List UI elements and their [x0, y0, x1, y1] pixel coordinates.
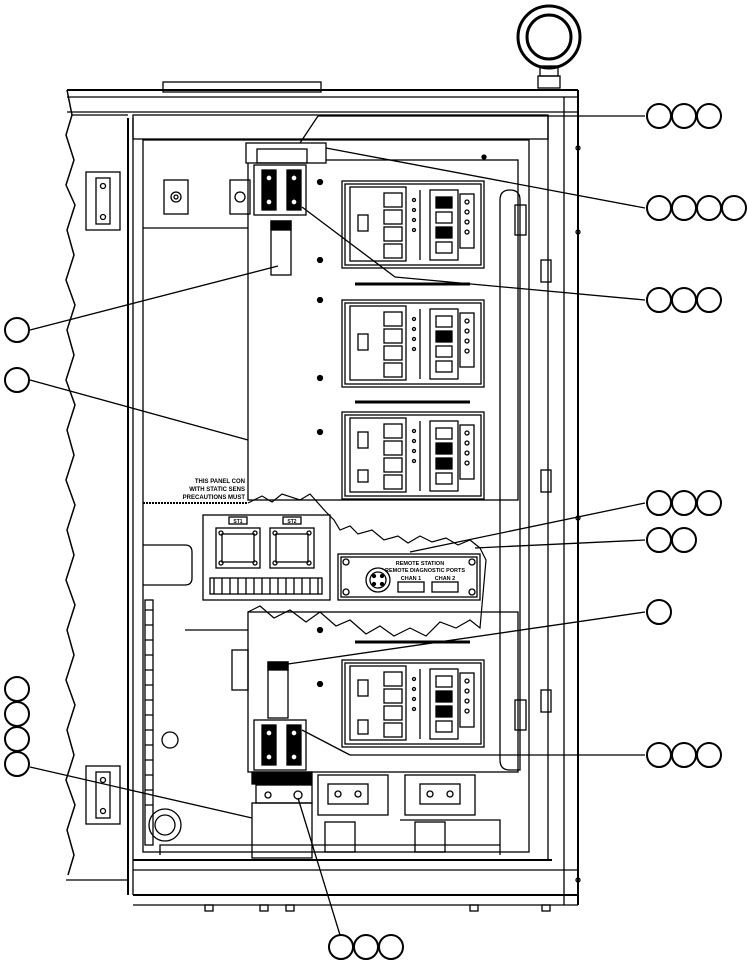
- module-card-1: [341, 180, 485, 286]
- warning-line-3: PRECAUTIONS MUST: [183, 495, 246, 501]
- lower-left-rack: [144, 599, 249, 846]
- terminal-label-st1: ST1: [233, 519, 242, 525]
- cabinet-frame: [67, 89, 579, 906]
- callout-bottom: [328, 934, 404, 960]
- terminal-label-st2: ST2: [287, 519, 296, 525]
- warning-line-1: THIS PANEL CON: [195, 479, 245, 485]
- lower-hinge-clamp: [251, 661, 313, 859]
- tear-line-lower: [247, 547, 487, 637]
- callout-right-mid-3: [646, 599, 672, 625]
- callout-top-right-1: [646, 103, 722, 129]
- station-plate-chan-2: CHAN 2: [435, 576, 455, 582]
- lifting-eye: [516, 4, 582, 89]
- callout-top-right-3: [646, 287, 722, 313]
- top-bracket-mid: [229, 179, 251, 215]
- station-plate-text: REMOTE STATION REMOTE DIAGNOSTIC PORTS C…: [385, 561, 465, 582]
- left-wall-edge: [66, 114, 128, 881]
- module-card-2: [341, 299, 485, 404]
- module-card-3: [341, 411, 485, 500]
- top-cover-plate: [162, 81, 322, 93]
- left-cutout: [143, 544, 193, 586]
- callout-left-lower-stack: [4, 676, 30, 777]
- station-plate-chan-1: CHAN 1: [401, 576, 421, 582]
- top-bracket-left: [163, 179, 189, 215]
- terminal-board: [202, 514, 331, 601]
- bottom-connectors: [159, 774, 501, 855]
- terminal-labels: ST1 ST2: [233, 519, 296, 525]
- station-plate-subtitle: REMOTE DIAGNOSTIC PORTS: [385, 568, 465, 574]
- module-card-4: [341, 640, 485, 748]
- callout-right-lower: [646, 742, 722, 768]
- tear-line-upper: [247, 493, 481, 549]
- left-break-line: [65, 89, 76, 876]
- right-cable-loop: [499, 189, 552, 771]
- remote-station-plate: [337, 553, 481, 601]
- callout-left-upper-1: [4, 317, 30, 343]
- left-upper-handle: [85, 171, 121, 231]
- leader-lines: [29, 115, 646, 936]
- callout-right-mid-1: [646, 490, 722, 516]
- top-hinge-clamp: [245, 142, 327, 276]
- upper-front-panel: [247, 159, 519, 501]
- cabinet-feet: [204, 904, 551, 912]
- callout-top-right-2: [646, 195, 747, 221]
- panel-warning-label: THIS PANEL CON WITH STATIC SENS PRECAUTI…: [183, 479, 246, 501]
- warning-line-2: WITH STATIC SENS: [189, 487, 245, 493]
- station-plate-title: REMOTE STATION: [396, 561, 444, 567]
- callout-left-upper-2: [4, 367, 30, 393]
- left-lower-handle: [85, 765, 121, 825]
- callout-right-mid-2: [646, 527, 697, 553]
- lower-front-panel: [247, 611, 519, 773]
- panel-screws: [316, 154, 487, 688]
